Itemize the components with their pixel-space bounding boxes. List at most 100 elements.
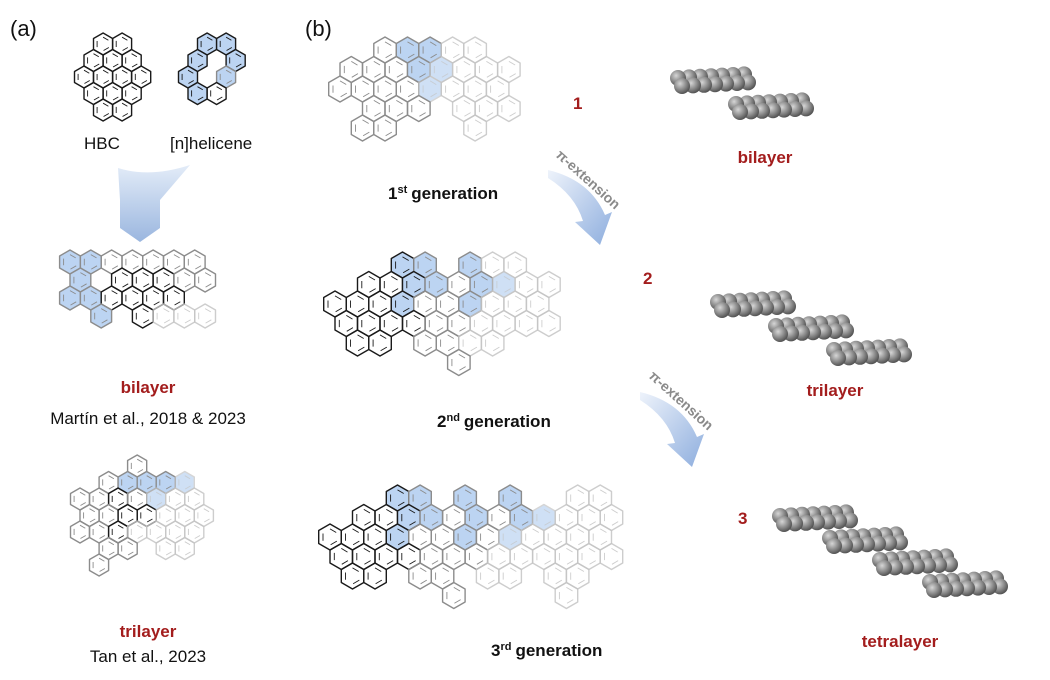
aromatic-bond [581, 547, 597, 566]
aromatic-bond [467, 119, 483, 137]
bilayer-name: bilayer [121, 378, 176, 397]
aromatic-bond [491, 547, 507, 566]
aromatic-bond [134, 69, 148, 85]
aromatic-bond [102, 475, 115, 490]
aromatic-bond [92, 524, 106, 540]
aromatic-bond [377, 119, 393, 137]
aromatic-bond [480, 528, 496, 546]
stack-label-bilayer: bilayer [738, 148, 793, 167]
aromatic-bond [177, 272, 192, 288]
hexagon-ring [413, 329, 437, 357]
trilayer-reference: Tan et al., 2023 [90, 647, 206, 666]
aromatic-bond [525, 528, 541, 546]
aromatic-bond [121, 508, 134, 523]
aromatic-bond [125, 53, 138, 68]
stack-label-tetralayer: tetralayer [862, 632, 939, 651]
aromatic-bond [187, 524, 201, 540]
aromatic-bond [140, 508, 154, 523]
aromatic-bond [490, 80, 506, 98]
aromatic-bond [592, 489, 608, 507]
hbc-structure [73, 32, 152, 122]
aromatic-bond [338, 314, 354, 333]
aromatic-bond [456, 60, 472, 79]
atom-sphere [776, 516, 792, 532]
aromatic-bond [417, 295, 433, 313]
aromatic-bond [111, 524, 125, 540]
hexagon-ring [536, 309, 561, 338]
hexagon-ring [111, 98, 133, 122]
aromatic-bond [412, 528, 428, 546]
aromatic-bond [570, 489, 586, 507]
aromatic-bond [485, 256, 501, 274]
aromatic-bond [146, 254, 161, 270]
helicene-label: [n]helicene [170, 134, 252, 153]
aromatic-bond [445, 80, 461, 98]
aromatic-bond [467, 41, 483, 59]
aromatic-bond [115, 272, 129, 288]
aromatic-bond [322, 528, 338, 546]
aromatic-bond [501, 99, 517, 118]
generation-3-structure [318, 484, 624, 610]
hexagon-ring [446, 348, 471, 377]
aromatic-bond [547, 528, 563, 546]
hexagon-ring [554, 581, 579, 610]
aromatic-bond [513, 547, 529, 566]
aromatic-bond [187, 491, 201, 507]
pi-extension-arrow-2-icon [640, 392, 704, 467]
hexagon-ring [187, 81, 208, 106]
aromatic-bond [168, 524, 182, 540]
atom-sphere [714, 302, 730, 318]
aromatic-bond [377, 41, 393, 59]
aromatic-bond [440, 334, 456, 352]
aromatic-bond [130, 458, 144, 474]
aromatic-bond [73, 524, 87, 540]
aromatic-bond [130, 524, 144, 540]
aromatic-bond [159, 508, 173, 523]
aromatic-bond [518, 275, 534, 294]
aromatic-bond [92, 491, 106, 507]
aromatic-bond [435, 528, 451, 546]
trilayer-stack-model [710, 290, 912, 366]
aromatic-bond [210, 86, 223, 101]
aromatic-bond [73, 491, 87, 507]
aromatic-bond [451, 353, 467, 372]
aromatic-bond [406, 314, 422, 333]
hexagon-ring [88, 553, 110, 577]
aromatic-bond [167, 254, 181, 270]
hexagon-ring [350, 114, 375, 142]
aromatic-bond [355, 80, 370, 98]
aromatic-bond [177, 308, 192, 324]
hexagon-ring [514, 309, 539, 338]
hexagon-ring [340, 562, 365, 590]
hexagon-ring [406, 94, 431, 123]
aromatic-bond [518, 314, 534, 333]
aromatic-bond [130, 491, 144, 507]
aromatic-bond [480, 567, 496, 585]
aromatic-bond [558, 586, 574, 605]
aromatic-bond [178, 508, 192, 523]
aromatic-bond [102, 541, 115, 556]
tetralayer-stack-model [772, 504, 1008, 598]
combine-arrow-icon [118, 165, 190, 242]
aromatic-bond [383, 275, 399, 294]
aromatic-bond [604, 547, 619, 566]
atom-sphere [732, 104, 748, 120]
aromatic-bond [115, 102, 129, 118]
aromatic-bond [604, 508, 619, 527]
aromatic-bond [167, 290, 181, 306]
aromatic-bond [135, 272, 150, 288]
aromatic-bond [104, 254, 119, 270]
aromatic-bond [496, 314, 512, 333]
aromatic-bond [355, 119, 370, 137]
aromatic-bond [106, 86, 119, 101]
aromatic-bond [332, 80, 348, 98]
aromatic-bond [350, 295, 365, 313]
aromatic-bond [541, 314, 557, 333]
aromatic-bond [146, 290, 161, 306]
hexagon-ring [475, 562, 500, 590]
aromatic-bond [411, 99, 427, 118]
aromatic-bond [502, 567, 518, 585]
hexagon-ring [90, 303, 113, 329]
